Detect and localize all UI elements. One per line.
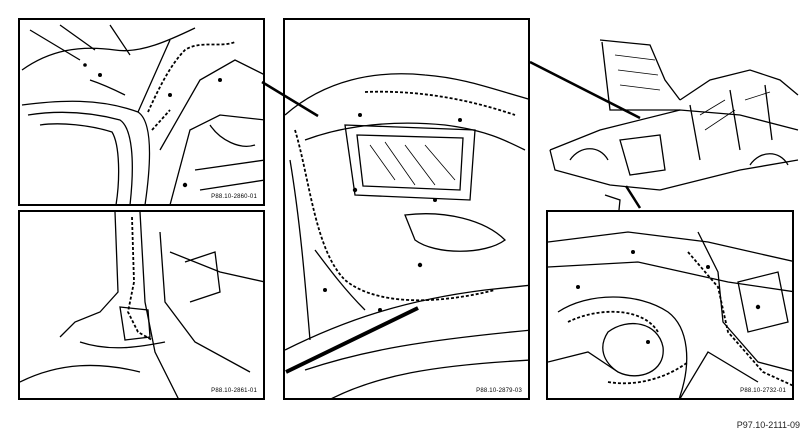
wheelhouse-seam-illustration — [548, 231, 792, 398]
panel-code: P88.10-2860-01 — [211, 194, 257, 200]
sealer-seam-illustration — [21, 24, 263, 204]
vehicle-body-overview-illustration — [549, 39, 799, 220]
inner-panel-seam-illustration — [285, 73, 528, 398]
detail-panel-top-left: P88.10-2860-01 — [18, 18, 265, 206]
pillar-seam-illustration — [20, 212, 263, 398]
panel-code: P88.10-2879-03 — [476, 388, 522, 394]
panel-code: P88.10-2732-01 — [740, 388, 786, 394]
detail-panel-center: P88.10-2879-03 — [283, 18, 530, 400]
detail-panel-bottom-right: P88.10-2732-01 — [546, 210, 794, 400]
panel-code: P88.10-2861-01 — [211, 388, 257, 394]
figure-id-label: P97.10-2111-09 — [736, 420, 800, 430]
detail-panel-bottom-left: P88.10-2861-01 — [18, 210, 265, 400]
